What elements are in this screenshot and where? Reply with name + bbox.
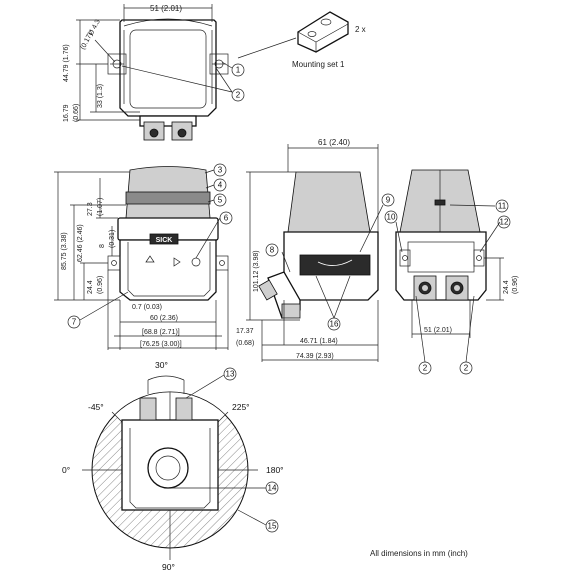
callout-14: 14 [265, 481, 279, 495]
svg-text:16: 16 [330, 320, 339, 329]
svg-text:15: 15 [268, 522, 277, 531]
callout-10: 10 [384, 210, 398, 224]
callout-12: 12 [497, 215, 511, 229]
svg-text:3: 3 [218, 166, 223, 175]
callout-2-rear-right: 2 [459, 361, 473, 375]
callout-4: 4 [213, 178, 227, 192]
rear-view: 51 (2.01) 24.4 (0.96) [395, 169, 519, 363]
svg-text:14: 14 [268, 484, 277, 493]
svg-text:10: 10 [387, 213, 396, 222]
svg-text:7: 7 [72, 318, 77, 327]
dim-h-273: 27.3 [87, 202, 94, 216]
top-view: 51 (2.01) Ø 4.3 (0.17) 44.79 (1.76) 33 (… [63, 4, 233, 141]
dim-h-1679-in: (0.66) [73, 104, 80, 122]
callout-7: 7 [67, 315, 81, 329]
svg-text:2: 2 [236, 91, 241, 100]
callout-1: 1 [231, 63, 245, 77]
svg-text:12: 12 [500, 218, 509, 227]
angle-30: 30° [155, 360, 168, 370]
callout-3: 3 [213, 163, 227, 177]
svg-text:1: 1 [236, 66, 241, 75]
callout-16: 16 [327, 317, 341, 331]
dim-w-7625: [76.25 (3.00)] [140, 341, 182, 348]
brand-logo: SICK [156, 237, 173, 244]
side-view: 61 (2.40) 101.12 (3.98) 17.37 (0.68) 46.… [236, 138, 384, 362]
dim-h-6246: 62.46 (2.46) [77, 224, 84, 262]
dim-h-8: 8 [99, 244, 106, 248]
callout-5: 5 [213, 193, 227, 207]
callout-6: 6 [219, 211, 233, 225]
dim-h-10112: 101.12 (3.98) [253, 250, 260, 292]
dim-w-4671: 46.71 (1.84) [300, 338, 338, 345]
dim-h-273-in: (1.07) [97, 198, 104, 216]
dim-h-244-front-in: (0.96) [97, 276, 104, 294]
dim-h-1737-in: (0.68) [236, 340, 254, 347]
dim-rear-width: 51 (2.01) [424, 327, 452, 334]
angle-neg45: -45° [88, 402, 104, 412]
svg-text:6: 6 [224, 214, 229, 223]
dim-h-1679: 16.79 [63, 104, 70, 122]
angle-90: 90° [162, 562, 175, 572]
svg-text:4: 4 [218, 181, 223, 190]
dim-h-8575: 85.75 (3.38) [61, 232, 68, 270]
angle-180: 180° [266, 465, 284, 475]
mounting-set: 2 x Mounting set 1 [237, 11, 366, 69]
dim-h-244-rear-in: (0.96) [512, 276, 519, 294]
dim-h-8-in: (0.31) [109, 230, 116, 248]
dim-hole-dia-in: (0.17) [80, 31, 95, 50]
mounting-quantity: 2 x [355, 25, 366, 34]
dim-h-33: 33 (1.3) [97, 84, 104, 108]
dim-w-688: [68.8 (2.71)] [142, 329, 180, 336]
mounting-label: Mounting set 1 [292, 60, 345, 69]
front-view: SICK 85.75 (3.38) 62.46 (2.46) 27.3 (1.0… [54, 166, 229, 350]
dim-side-width: 61 (2.40) [318, 138, 350, 147]
units-footnote: All dimensions in mm (inch) [370, 549, 468, 558]
callout-2-rear-left: 2 [418, 361, 432, 375]
dim-h-244-rear: 24.4 [503, 280, 510, 294]
dim-w-60: 60 (2.36) [150, 315, 178, 322]
dim-h-244-front: 24.4 [87, 280, 94, 294]
dim-w-7439: 74.39 (2.93) [296, 353, 334, 360]
svg-text:11: 11 [498, 202, 507, 211]
callout-9: 9 [381, 193, 395, 207]
callout-15: 15 [265, 519, 279, 533]
callout-13: 13 [223, 367, 237, 381]
angle-225: 225° [232, 402, 250, 412]
svg-text:5: 5 [218, 196, 223, 205]
scan-view: 30° -45° 225° 0° 180° 90° [62, 360, 284, 572]
callout-11: 11 [495, 199, 509, 213]
angle-0: 0° [62, 465, 70, 475]
dim-h-4479: 44.79 (1.76) [63, 44, 70, 82]
svg-text:2: 2 [423, 364, 428, 373]
dim-top-width: 51 (2.01) [150, 4, 182, 13]
callout-8: 8 [265, 243, 279, 257]
dim-w-07: 0.7 (0.03) [132, 304, 162, 311]
svg-text:9: 9 [386, 196, 391, 205]
dim-h-1737: 17.37 [236, 328, 254, 335]
svg-text:2: 2 [464, 364, 469, 373]
svg-text:13: 13 [226, 370, 235, 379]
svg-text:8: 8 [270, 246, 275, 255]
callout-2: 2 [231, 88, 245, 102]
